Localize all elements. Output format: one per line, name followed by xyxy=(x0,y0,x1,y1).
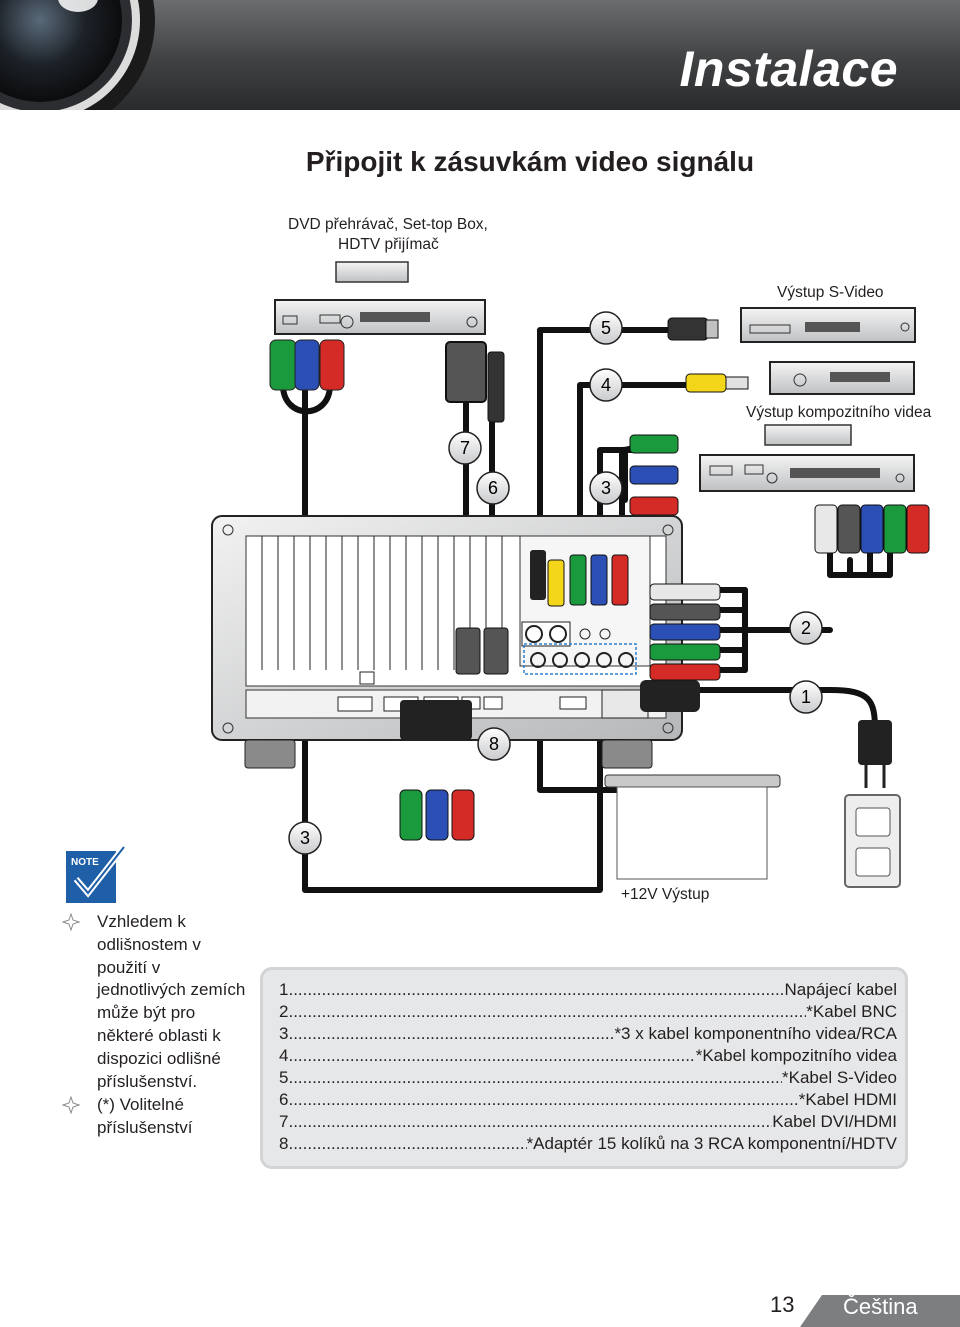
adapter-rca-plugs xyxy=(399,789,475,841)
marker-1: 1 xyxy=(801,687,811,707)
note-item: Vzhledem k odlišnostem v použití v jedno… xyxy=(62,911,252,1093)
marker-3-bottom: 3 xyxy=(300,828,310,848)
note-text: Vzhledem k odlišnostem v použití v jedno… xyxy=(97,912,246,1091)
marker-8: 8 xyxy=(489,734,499,754)
legend-row: 2*Kabel BNC xyxy=(279,1002,897,1024)
wall-outlet xyxy=(844,794,901,888)
svideo-output-label: Výstup S-Video xyxy=(777,284,884,301)
marker-5: 5 xyxy=(601,318,611,338)
component-rca-plugs xyxy=(629,434,679,516)
bnc-plugs xyxy=(814,504,930,554)
marker-3-top: 3 xyxy=(601,478,611,498)
projection-screen xyxy=(604,774,781,880)
note-list: Vzhledem k odlišnostem v použití v jedno… xyxy=(62,911,252,1140)
composite-device xyxy=(769,361,915,395)
legend-row: 8*Adaptér 15 kolíků na 3 RCA komponentní… xyxy=(279,1134,897,1156)
language-tab xyxy=(800,1295,960,1327)
note-text: (*) Volitelné příslušenství xyxy=(97,1095,193,1138)
legend-row: 5*Kabel S-Video xyxy=(279,1068,897,1090)
legend-row: 3*3 x kabel komponentního videa/RCA xyxy=(279,1024,897,1046)
legend-row: 6*Kabel HDMI xyxy=(279,1090,897,1112)
projector-lens-icon xyxy=(0,0,155,110)
diamond-bullet-icon xyxy=(62,1096,80,1115)
cable-legend: 1Napájecí kabel 2*Kabel BNC 3*3 x kabel … xyxy=(260,967,908,1169)
language-label: Čeština xyxy=(843,1294,918,1319)
page-header: Instalace xyxy=(0,0,960,110)
marker-2: 2 xyxy=(801,618,811,638)
dvi-hdmi-plug xyxy=(445,341,505,423)
section-title: Instalace xyxy=(679,41,898,97)
legend-row: 4*Kabel kompozitního videa xyxy=(279,1046,897,1068)
legend-row: 7Kabel DVI/HDMI xyxy=(279,1112,897,1134)
panel-plugs xyxy=(400,550,721,740)
svideo-device xyxy=(740,307,916,343)
note-icon: NOTE xyxy=(66,845,128,912)
diamond-bullet-icon xyxy=(62,913,80,931)
svideo-plug xyxy=(667,317,719,341)
connection-diagram: 5 4 7 6 3 2 1 8 3 xyxy=(211,261,930,893)
power-plug xyxy=(858,720,892,788)
composite-plug xyxy=(685,373,749,393)
svg-text:NOTE: NOTE xyxy=(71,857,99,868)
12v-output-label: +12V Výstup xyxy=(621,886,710,903)
marker-4: 4 xyxy=(601,375,611,395)
dvd-player xyxy=(274,261,486,335)
dvd-rca-plugs xyxy=(269,339,345,391)
dvd-label-line1: DVD přehrávač, Set-top Box, xyxy=(288,216,488,233)
composite-output-label: Výstup kompozitního videa xyxy=(746,404,932,421)
note-item: (*) Volitelné příslušenství xyxy=(62,1094,252,1140)
marker-7: 7 xyxy=(460,438,470,458)
component-device xyxy=(699,424,915,492)
dvd-label-line2: HDTV přijímač xyxy=(338,236,439,253)
legend-row: 1Napájecí kabel xyxy=(279,980,897,1002)
page-number: 13 xyxy=(770,1292,795,1317)
number-markers: 5 4 7 6 3 2 1 8 3 xyxy=(288,311,823,855)
marker-6: 6 xyxy=(488,478,498,498)
page-title: Připojit k zásuvkám video signálu xyxy=(305,146,755,177)
